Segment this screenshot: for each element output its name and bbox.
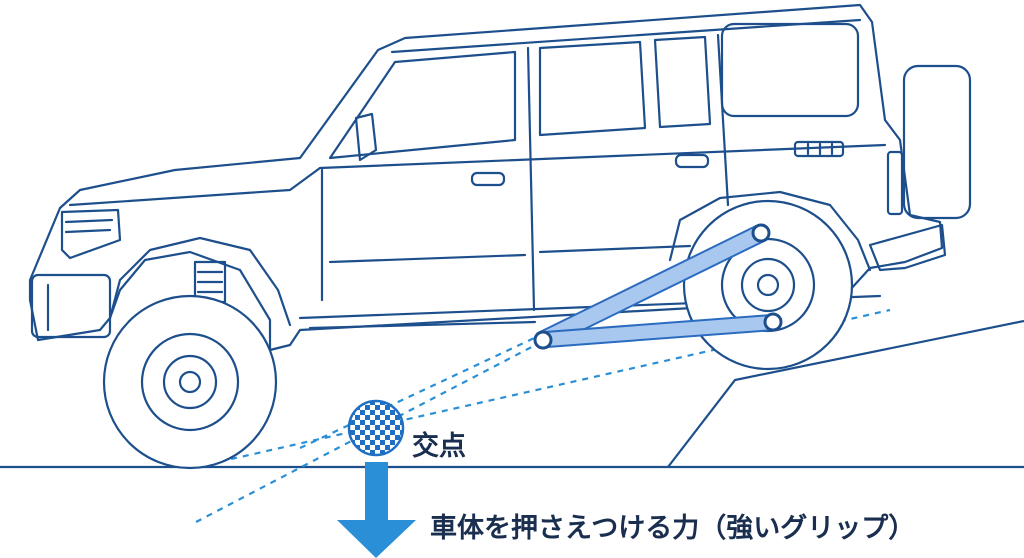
link-pivot-lower-axle (763, 312, 783, 332)
side-vent (793, 140, 845, 158)
force-label: 車体を押さえつける力（強いグリップ） (430, 513, 916, 544)
front-door-handle (470, 171, 506, 187)
rear-bumper (868, 223, 947, 272)
underbody-line (308, 320, 537, 330)
intersection-label: 交点 (412, 431, 466, 462)
side-mirror (354, 112, 378, 162)
rear-door-crease (538, 244, 692, 254)
middle-window (538, 40, 647, 137)
headlight (60, 208, 122, 260)
front-door-crease (328, 253, 527, 264)
vehicle (28, 3, 972, 352)
checkered-circle-icon (347, 399, 405, 457)
taillight (886, 150, 904, 216)
rear-side-window (720, 22, 860, 118)
arrow-down-icon (337, 462, 416, 558)
beltline (318, 143, 887, 170)
front-bumper (30, 273, 112, 339)
rear-door-handle (674, 153, 710, 169)
ground (0, 319, 1024, 469)
rear-axle-cap (756, 273, 780, 297)
front-axle-cap (178, 370, 202, 394)
link-pivot-chassis (533, 330, 553, 350)
front-wheel-arch (108, 236, 292, 327)
door-split-line (526, 46, 536, 312)
grille-lines (64, 218, 114, 234)
rear-wheel-arch (668, 190, 872, 272)
spring-coils (196, 270, 224, 294)
spare-tire (902, 64, 972, 220)
ramp-outline (667, 319, 1024, 468)
rear-wheel (682, 199, 854, 371)
roof-rail (390, 18, 862, 54)
suspension-links (533, 223, 783, 350)
front-wheel (102, 294, 278, 470)
hood-line (68, 166, 322, 207)
rear-door-window (653, 35, 712, 129)
front-window (328, 50, 517, 160)
link-pivot-upper-axle (751, 223, 771, 243)
rear-door-edge (716, 33, 730, 207)
